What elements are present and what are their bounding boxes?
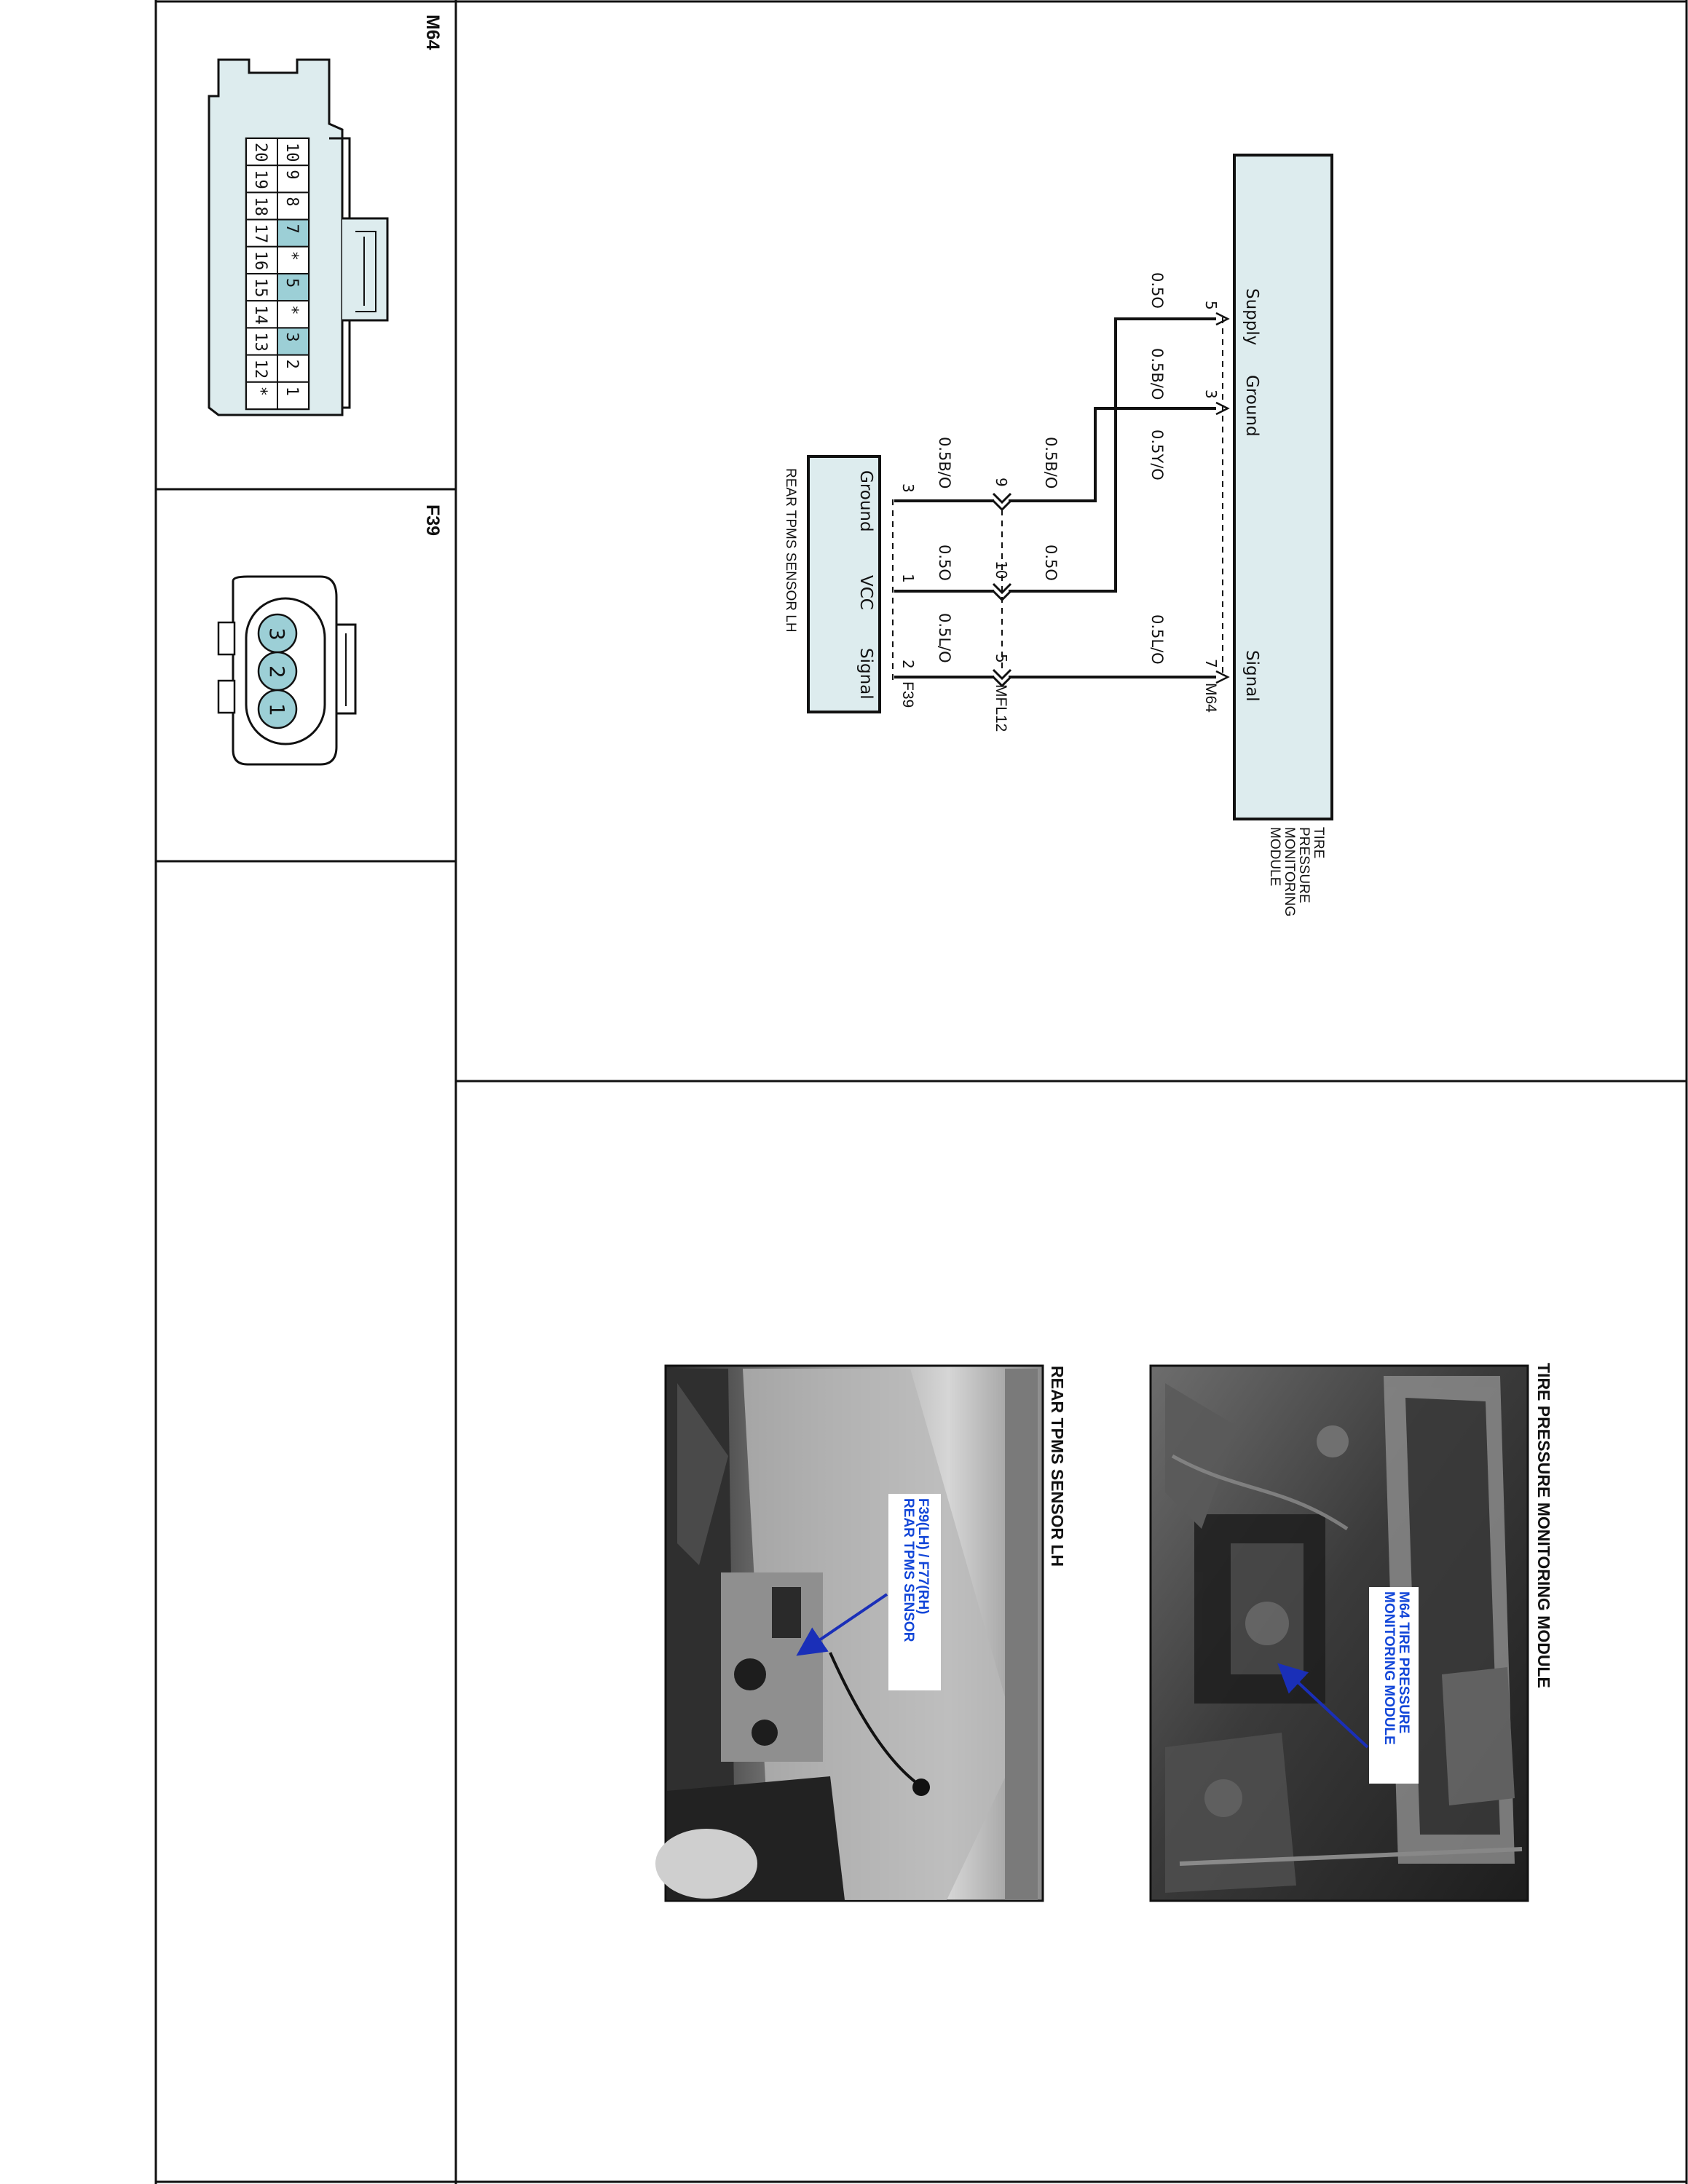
sensor-location-photo: REAR TPMS SENSOR LH F39(LH) / F77(RH) RE… <box>655 1364 1067 1902</box>
m64-pin-cell <box>245 381 278 410</box>
tpms-module-name: TIRE PRESSURE MONITORING MODULE <box>1267 827 1326 917</box>
m64-pin-number: 18 <box>251 197 269 216</box>
m64-pin-number: * <box>251 387 269 396</box>
wire-label: 0.5O <box>936 545 953 581</box>
sensor-pin-number: 3 <box>899 483 917 493</box>
f39-title: F39 <box>422 505 443 536</box>
m64-title: M64 <box>422 15 443 50</box>
m64-pin-cell <box>277 138 309 167</box>
m64-pin-cell <box>245 138 278 167</box>
inline-connector-id: MFL12 <box>993 684 1009 732</box>
module-photo-texture <box>1165 1376 1523 1893</box>
svg-text:MODULE: MODULE <box>1267 827 1282 886</box>
wire-label: 0.5O <box>1042 545 1060 581</box>
m64-pin-number: 3 <box>283 332 301 341</box>
wire-label: 0.5B/O <box>1042 437 1060 488</box>
module-pin-ground-label: Ground <box>1242 375 1261 437</box>
tpms-module-box <box>1233 154 1333 820</box>
svg-text:TIRE: TIRE <box>1311 827 1326 858</box>
wire-label: 0.5L/O <box>1148 614 1166 665</box>
wire-label: 0.5Y/O <box>1148 430 1166 480</box>
m64-pin-number: 13 <box>251 332 269 352</box>
m64-pin-number: 20 <box>251 143 269 162</box>
m64-pin-number: 15 <box>251 278 269 298</box>
sensor-pin-ground-label: Ground <box>856 470 875 532</box>
sensor-name: REAR TPMS SENSOR LH <box>783 468 798 633</box>
m64-pin-number: 2 <box>283 360 301 369</box>
module-connector-id: M64 <box>1202 683 1219 713</box>
f39-connector-view: F39 3 2 1 <box>217 505 443 766</box>
module-pin-number: 7 <box>1202 659 1220 668</box>
m64-pin-number: 17 <box>251 224 269 244</box>
module-location-photo: TIRE PRESSURE MONITORING MODULE M64 TIRE… <box>1149 1363 1553 1902</box>
page-frame <box>154 0 1688 2184</box>
sensor-photo-callout: REAR TPMS SENSOR <box>901 1498 916 1642</box>
inline-pin-number: 9 <box>993 478 1010 487</box>
m64-pin-cell <box>277 381 309 410</box>
wiring-schematic: TIRE PRESSURE MONITORING MODULE Supply G… <box>783 154 1333 917</box>
sensor-pin-vcc-label: VCC <box>856 575 875 610</box>
m64-pin-cell <box>245 300 278 329</box>
m64-pin-number: 8 <box>283 197 301 206</box>
sensor-pin-signal-label: Signal <box>856 648 875 700</box>
m64-pin-number: * <box>283 251 301 261</box>
f39-pin: 3 <box>265 628 289 641</box>
m64-pin-number: 19 <box>251 170 269 189</box>
m64-pin-number: 14 <box>251 305 269 325</box>
module-pin-signal-label: Signal <box>1242 650 1261 702</box>
module-pin-number: 5 <box>1202 301 1220 310</box>
m64-pin-number: 5 <box>283 278 301 288</box>
sensor-connector-id: F39 <box>899 681 916 708</box>
inline-pin-number: 5 <box>993 654 1010 663</box>
inline-connector-mfl12 <box>992 492 1012 688</box>
sensor-photo-title: REAR TPMS SENSOR LH <box>1048 1366 1067 1567</box>
m64-pin-number: 7 <box>283 224 301 234</box>
wire-label: 0.5B/O <box>1148 348 1166 400</box>
wire-supply <box>1009 317 1216 593</box>
sensor-pin-number: 2 <box>899 660 917 669</box>
m64-pin-number: 9 <box>283 170 301 179</box>
m64-pin-cell <box>277 245 309 274</box>
m64-pin-number: 10 <box>283 143 301 162</box>
wire-label: 0.5B/O <box>936 437 953 488</box>
module-pin-supply-label: Supply <box>1242 288 1261 345</box>
svg-text:PRESSURE: PRESSURE <box>1296 827 1312 903</box>
m64-pin-number: 16 <box>251 251 269 271</box>
module-pin-number: 3 <box>1202 389 1220 399</box>
svg-text:MONITORING: MONITORING <box>1282 827 1297 917</box>
m64-pin-cell <box>245 327 278 356</box>
m64-pin-number: 12 <box>251 360 269 379</box>
rear-tpms-sensor-box <box>807 455 881 713</box>
m64-pin-number: 1 <box>283 387 301 396</box>
module-photo-title: TIRE PRESSURE MONITORING MODULE <box>1534 1363 1553 1688</box>
inline-pin-number: 10 <box>993 561 1010 579</box>
wire-ground <box>1009 407 1216 502</box>
wire-label: 0.5O <box>1148 272 1166 309</box>
f39-pin: 2 <box>265 665 289 678</box>
f39-pin: 1 <box>265 703 289 716</box>
wire-label: 0.5L/O <box>936 613 953 663</box>
module-photo-callout: M64 TIRE PRESSURE <box>1396 1591 1411 1733</box>
m64-pin-number: * <box>283 305 301 314</box>
sensor-photo-callout: F39(LH) / F77(RH) <box>915 1498 931 1614</box>
sensor-photo-texture <box>655 1369 1038 1900</box>
sensor-pin-number: 1 <box>899 574 917 583</box>
module-photo-callout: MONITORING MODULE <box>1381 1591 1397 1745</box>
